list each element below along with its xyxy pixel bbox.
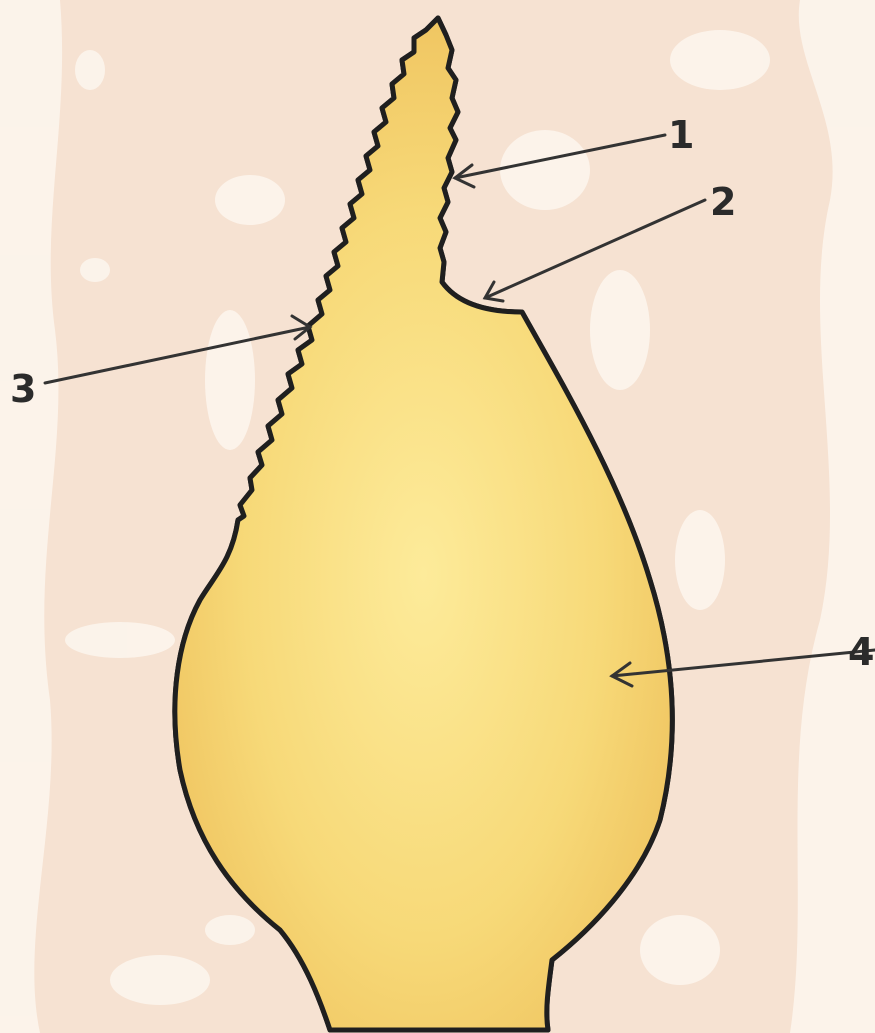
label-4: 4 <box>848 630 874 674</box>
label-2: 2 <box>710 180 736 224</box>
label-3: 3 <box>10 367 36 411</box>
label-1: 1 <box>668 113 694 157</box>
